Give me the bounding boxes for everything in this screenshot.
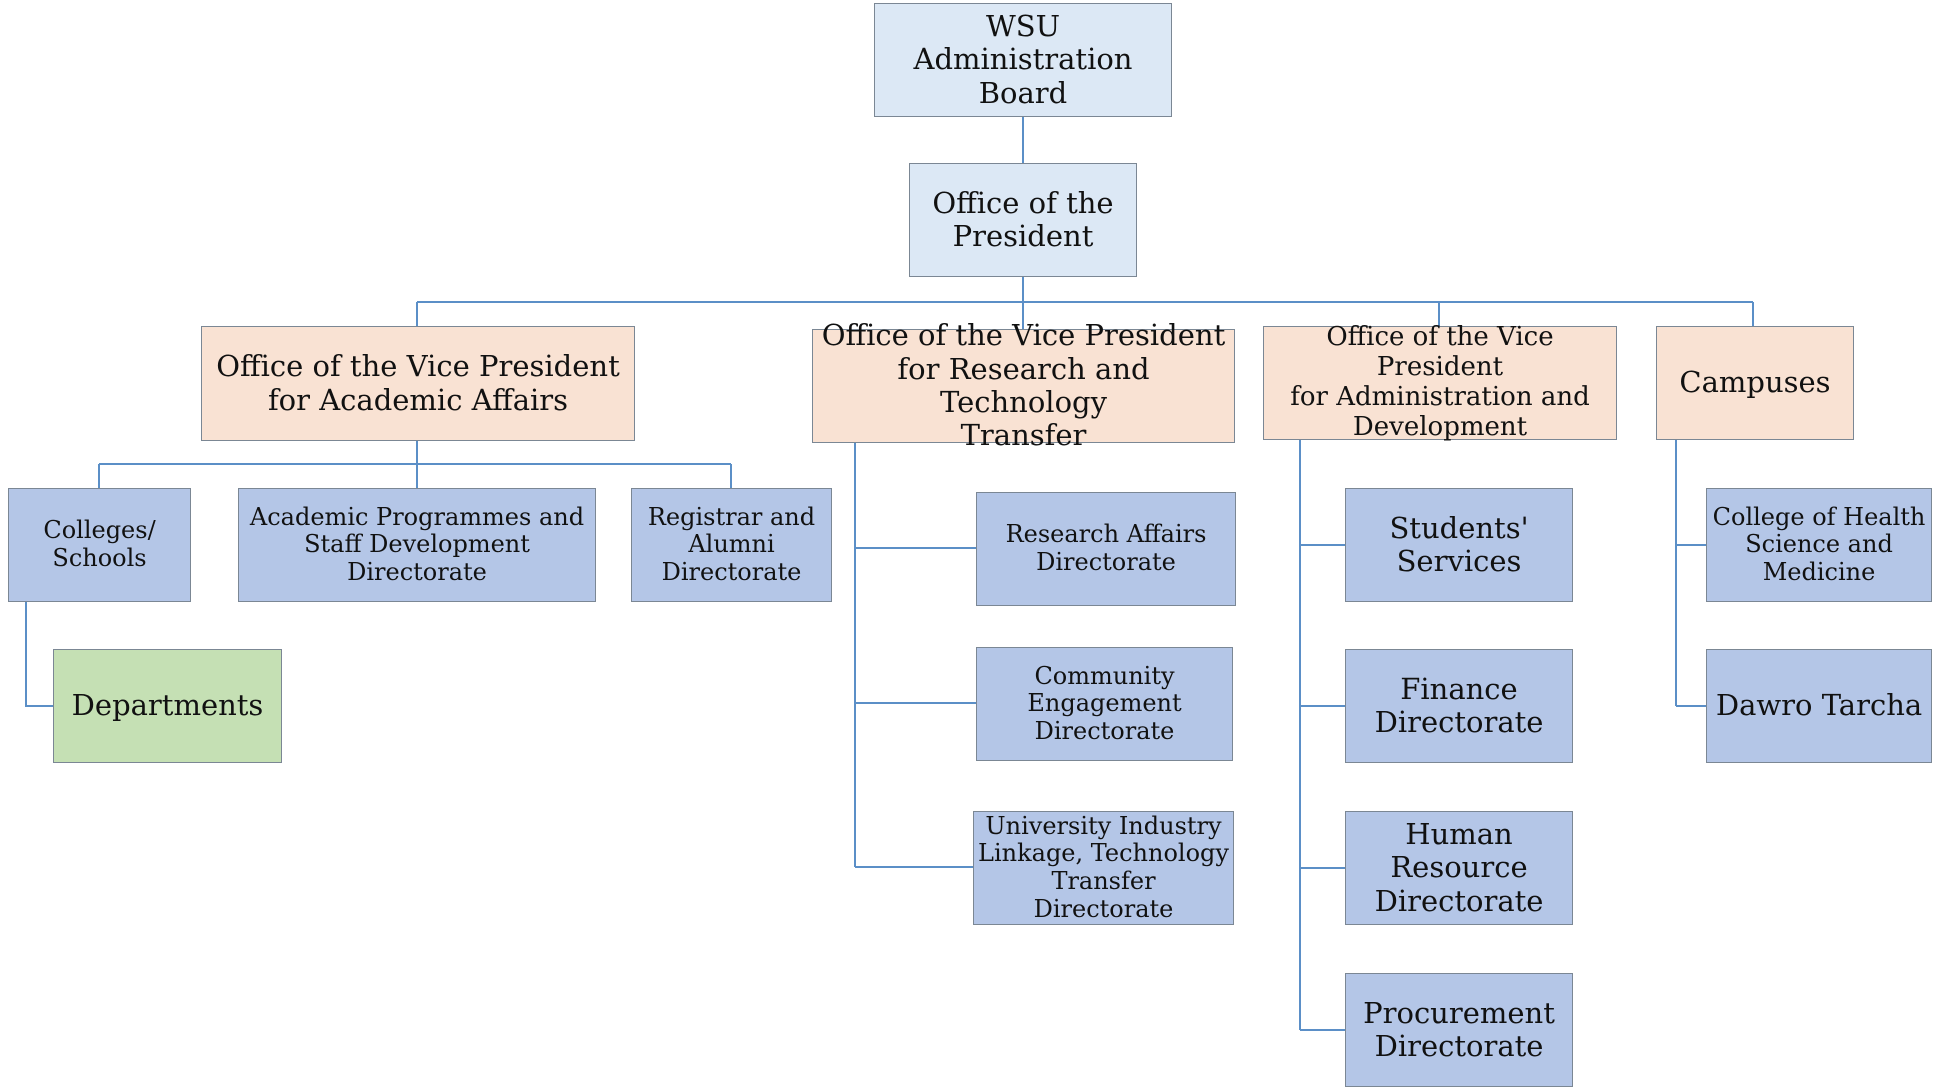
connector-line [25, 602, 53, 707]
vp-academic-node: Office of the Vice President for Academi… [201, 326, 635, 441]
vp-admin-label: Office of the Vice President for Adminis… [1290, 322, 1590, 442]
campuses-node: Campuses [1656, 326, 1854, 440]
departments-label: Departments [71, 688, 264, 723]
procurement-node: Procurement Directorate [1345, 973, 1573, 1087]
registrar-label: Registrar and Alumni Directorate [647, 502, 816, 586]
finance-node: Finance Directorate [1345, 649, 1573, 763]
board-node: WSU Administration Board [874, 3, 1172, 117]
industry-linkage-label: University Industry Linkage, Technology … [978, 811, 1229, 923]
procurement-label: Procurement Directorate [1363, 995, 1555, 1063]
colleges-label: Colleges/ Schools [43, 516, 156, 572]
research-affairs-label: Research Affairs Directorate [1005, 520, 1207, 576]
vp-research-node: Office of the Vice President for Researc… [812, 319, 1235, 452]
human-resource-node: Human Resource Directorate [1345, 811, 1573, 925]
president-node: Office of the President [909, 163, 1137, 277]
president-label: Office of the President [932, 185, 1114, 253]
research-affairs-node: Research Affairs Directorate [976, 492, 1236, 606]
community-engagement-node: Community Engagement Directorate [976, 647, 1233, 761]
industry-linkage-node: University Industry Linkage, Technology … [973, 811, 1234, 925]
academic-programmes-node: Academic Programmes and Staff Developmen… [238, 488, 596, 602]
dawro-tarcha-label: Dawro Tarcha [1715, 688, 1923, 723]
academic-programmes-label: Academic Programmes and Staff Developmen… [249, 502, 585, 586]
colleges-node: Colleges/ Schools [8, 488, 191, 602]
college-health-label: College of Health Science and Medicine [1712, 502, 1926, 586]
college-health-node: College of Health Science and Medicine [1706, 488, 1932, 602]
vp-admin-node: Office of the Vice President for Adminis… [1263, 322, 1617, 442]
finance-label: Finance Directorate [1374, 671, 1544, 739]
departments-node: Departments [53, 649, 282, 763]
vp-research-label: Office of the Vice President for Researc… [821, 318, 1226, 453]
vp-academic-label: Office of the Vice President for Academi… [216, 349, 620, 417]
board-label: WSU Administration Board [913, 8, 1133, 110]
students-services-label: Students' Services [1389, 510, 1529, 578]
human-resource-label: Human Resource Directorate [1374, 816, 1544, 918]
campuses-label: Campuses [1679, 365, 1831, 400]
dawro-tarcha-node: Dawro Tarcha [1706, 649, 1932, 763]
registrar-node: Registrar and Alumni Directorate [631, 488, 832, 602]
community-engagement-label: Community Engagement Directorate [1027, 661, 1182, 745]
students-services-node: Students' Services [1345, 488, 1573, 602]
